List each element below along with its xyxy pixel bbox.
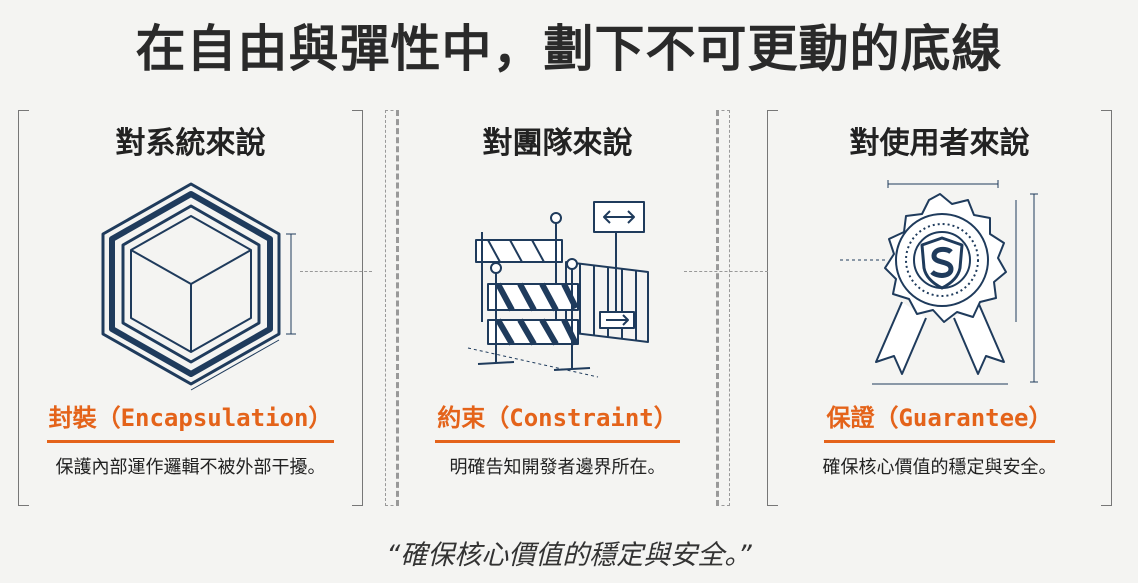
bracket-left: [385, 110, 399, 506]
connector-line: [300, 271, 372, 272]
panel-heading: 對團隊來說: [482, 126, 633, 161]
hexagon-cube-icon: [101, 182, 296, 391]
panel-description: 保護內部運作邏輯不被外部干擾。: [55, 457, 326, 478]
panel-heading: 對使用者來說: [849, 126, 1030, 161]
bracket-left: [18, 110, 29, 506]
connector-line: [684, 271, 768, 272]
closing-quote: “確保核心價值的穩定與安全。”: [386, 540, 752, 571]
panel-team: 對團隊來說: [385, 110, 730, 506]
bracket-right: [1101, 110, 1112, 506]
concept-label: 約束（Constraint）: [435, 400, 680, 443]
concept-label: 保證（Guarantee）: [824, 400, 1055, 443]
panel-system: 對系統來說 封裝（Encapsulation） 保護內部運作邏輯不被外部干擾。: [18, 110, 363, 506]
concept-label: 封裝（Encapsulation）: [46, 400, 335, 443]
shield-badge-icon: [839, 180, 1038, 385]
panel-user: 對使用者來說 保證（Guarantee） 確保核心價值的穩定與安全。: [767, 110, 1112, 506]
bracket-right: [352, 110, 363, 506]
panel-description: 明確告知開發者邊界所在。: [449, 457, 666, 478]
panel-heading: 對系統來說: [115, 126, 266, 161]
page-title: 在自由與彈性中，劃下不可更動的底線: [135, 20, 1003, 78]
bracket-left: [767, 110, 778, 506]
panel-description: 確保核心價值的穩定與安全。: [822, 457, 1057, 478]
barricade-icon: [467, 201, 649, 378]
bracket-right: [716, 110, 730, 506]
